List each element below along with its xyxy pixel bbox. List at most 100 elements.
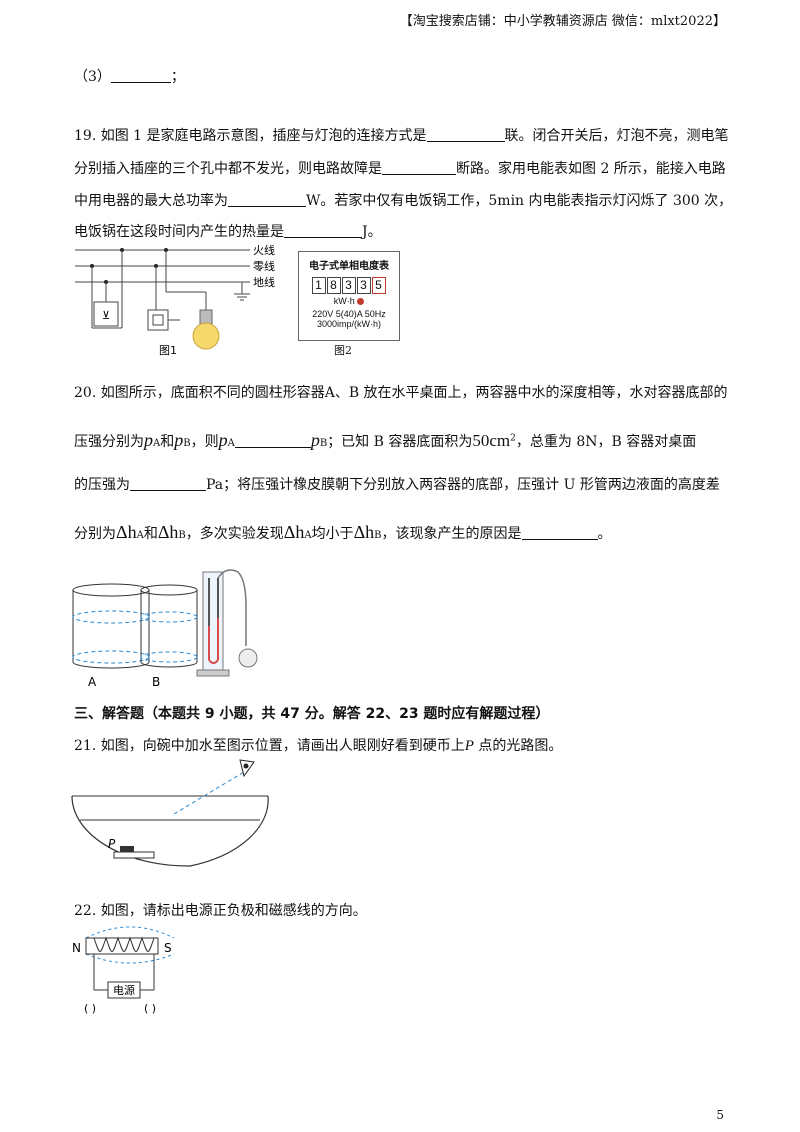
q19-text: 电饭锅在这段时间内产生的热量是 xyxy=(74,224,284,240)
answer-blank[interactable] xyxy=(382,160,456,175)
meter-digit: 3 xyxy=(341,277,356,294)
answer-blank[interactable] xyxy=(110,68,171,83)
q18-tail: （3） ； xyxy=(74,66,185,86)
q20-text: 均小于 xyxy=(311,526,354,542)
subscript: B xyxy=(183,438,191,449)
header-shop-note: 【淘宝搜索店铺：中小学教辅资源店 微信：mlxt2022】 xyxy=(399,14,726,29)
power-source-label: 电源 xyxy=(113,983,135,997)
symbol-delta-h: Δh xyxy=(116,522,137,542)
label-a: A xyxy=(88,675,97,689)
q20-text: ，该现象产生的原因是 xyxy=(381,526,522,542)
q22-text: 22. 如图，请标出电源正负极和磁感线的方向。 xyxy=(74,903,367,919)
q20-text: ，多次实验发现 xyxy=(185,526,284,542)
q20-text: ，则 xyxy=(190,434,219,450)
answer-blank[interactable] xyxy=(284,223,362,238)
q19-line2: 分别插入插座的三个孔中都不发光，则电路故障是 断路。家用电能表如图 2 所示，能接… xyxy=(74,158,726,178)
area-exponent: 2 xyxy=(510,433,516,444)
q19-line3: 中用电器的最大总功率为 W。若家中仅有电饭锅工作，5min 内电能表指示灯闪烁了 … xyxy=(74,190,732,210)
q20-text: 和 xyxy=(143,526,158,542)
meter-title: 电子式单相电度表 xyxy=(309,261,389,272)
q21-text: 21. 如图，向碗中加水至图示位置，请画出人眼刚好看到硬币上P 点的光路图。 xyxy=(74,735,562,755)
symbol-delta-h: Δh xyxy=(353,522,375,542)
answer-blank[interactable] xyxy=(521,525,598,540)
power-source xyxy=(107,981,141,999)
q20-line4: 分别为ΔhA和ΔhB，多次实验发现ΔhA均小于ΔhB，该现象产生的原因是。 xyxy=(74,522,612,543)
q20-text: 和 xyxy=(160,434,175,450)
symbol-p: p xyxy=(144,430,153,450)
q20-line1: 20. 如图所示，底面积不同的圆柱形容器A、B 放在水平桌面上，两容器中水的深度… xyxy=(74,385,728,401)
symbol-delta-h: Δh xyxy=(283,522,305,542)
page-number: 5 xyxy=(716,1108,724,1122)
subscript: A xyxy=(227,438,235,449)
q21-text-part: 点的光路图。 xyxy=(473,738,563,754)
switch xyxy=(147,309,169,331)
neutral-wire-label: 零线 xyxy=(253,259,275,273)
q21-text-part: 21. 如图，向碗中加水至图示位置，请画出人眼刚好看到硬币上 xyxy=(74,738,465,754)
fig1-caption: 图1 xyxy=(159,344,177,357)
meter-digit: 5 xyxy=(371,277,386,294)
light-bulb-icon xyxy=(192,322,220,350)
subscript: B xyxy=(178,530,186,541)
q20-text: 压强分别为 xyxy=(74,434,144,450)
socket xyxy=(93,301,119,327)
answer-blank[interactable] xyxy=(234,433,311,448)
south-pole-label: S xyxy=(164,941,172,955)
q19-text: 中用电器的最大总功率为 xyxy=(74,193,228,209)
q20-text: ；已知 B 容器底面积为 xyxy=(327,434,473,450)
solenoid-figure: 电源 N S ( ) ( ) xyxy=(72,926,175,1015)
left-pole-blank[interactable]: ( ) xyxy=(84,1002,96,1015)
q20-text: ，总重为 8N，B 容器对桌面 xyxy=(515,434,697,450)
symbol-p: p xyxy=(174,430,184,450)
fig2-caption: 图2 xyxy=(334,344,352,357)
q18-end: ； xyxy=(170,69,185,85)
area-value: 50cm xyxy=(472,431,511,450)
answer-blank[interactable] xyxy=(130,476,206,491)
q20-line3: 的压强为 Pa；将压强计橡皮膜朝下分别放入两容器的底部，压强计 U 形管两边液面的… xyxy=(74,474,720,494)
meter-unit-row: kW·h xyxy=(299,296,399,306)
right-pole-blank[interactable]: ( ) xyxy=(144,1002,156,1015)
meter-spec1: 220V 5(40)A 50Hz xyxy=(312,309,386,319)
label-b: B xyxy=(152,675,160,689)
coin xyxy=(120,846,134,852)
indicator-light-icon xyxy=(357,298,365,305)
q19-text: J。 xyxy=(362,224,382,240)
ground-wire-label: 地线 xyxy=(253,275,275,289)
symbol-p: p xyxy=(218,430,228,450)
lamp-base xyxy=(199,309,213,325)
q19-line1: 19. 如图 1 是家庭电路示意图，插座与灯泡的连接方式是联。闭合开关后，灯泡不… xyxy=(74,125,729,145)
symbol-delta-h: Δh xyxy=(157,522,179,542)
meter-unit: kW·h xyxy=(333,296,355,306)
subscript: A xyxy=(136,530,144,541)
household-circuit-figure: 火线 零线 地线 ⊻ 图1 xyxy=(75,243,275,357)
symbol-p: p xyxy=(310,430,320,450)
q20-text: 分别为 xyxy=(74,526,116,542)
point-p-label: P xyxy=(464,738,474,754)
q19-line4: 电饭锅在这段时间内产生的热量是 J。 xyxy=(74,221,382,241)
q19-text: 分别插入插座的三个孔中都不发光，则电路故障是 xyxy=(74,161,382,177)
q20-text: 的压强为 xyxy=(74,477,130,493)
meter-spec2: 3000imp/(kW·h) xyxy=(316,319,381,329)
answer-blank[interactable] xyxy=(426,127,505,142)
q18-label: （3） xyxy=(74,69,111,85)
section-3-title: 三、解答题（本题共 9 小题，共 47 分。解答 22、23 题时应有解题过程） xyxy=(74,706,550,722)
subscript: A xyxy=(304,530,312,541)
q19-text: W。若家中仅有电饭锅工作，5min 内电能表指示灯闪烁了 300 次， xyxy=(306,193,733,209)
subscript: B xyxy=(319,438,328,449)
north-pole-label: N xyxy=(72,941,81,955)
q19-text: 19. 如图 1 是家庭电路示意图，插座与灯泡的连接方式是 xyxy=(74,128,427,144)
cylinder-containers-figure: A B xyxy=(72,569,258,689)
live-wire-label: 火线 xyxy=(253,243,275,257)
subscript: B xyxy=(374,530,382,541)
rubber-membrane-probe xyxy=(238,648,258,668)
meter-digit: 8 xyxy=(326,277,341,294)
fig-p-label: P xyxy=(108,837,116,851)
answer-blank[interactable] xyxy=(228,192,306,207)
q19-text: 断路。家用电能表如图 2 所示，能接入电路 xyxy=(456,161,726,177)
q20-text: Pa；将压强计橡皮膜朝下分别放入两容器的底部，压强计 U 形管两边液面的高度差 xyxy=(206,477,720,493)
subscript: A xyxy=(153,438,161,449)
svg-text:⊻: ⊻ xyxy=(102,309,110,322)
bowl-coin-figure: P xyxy=(71,759,269,867)
